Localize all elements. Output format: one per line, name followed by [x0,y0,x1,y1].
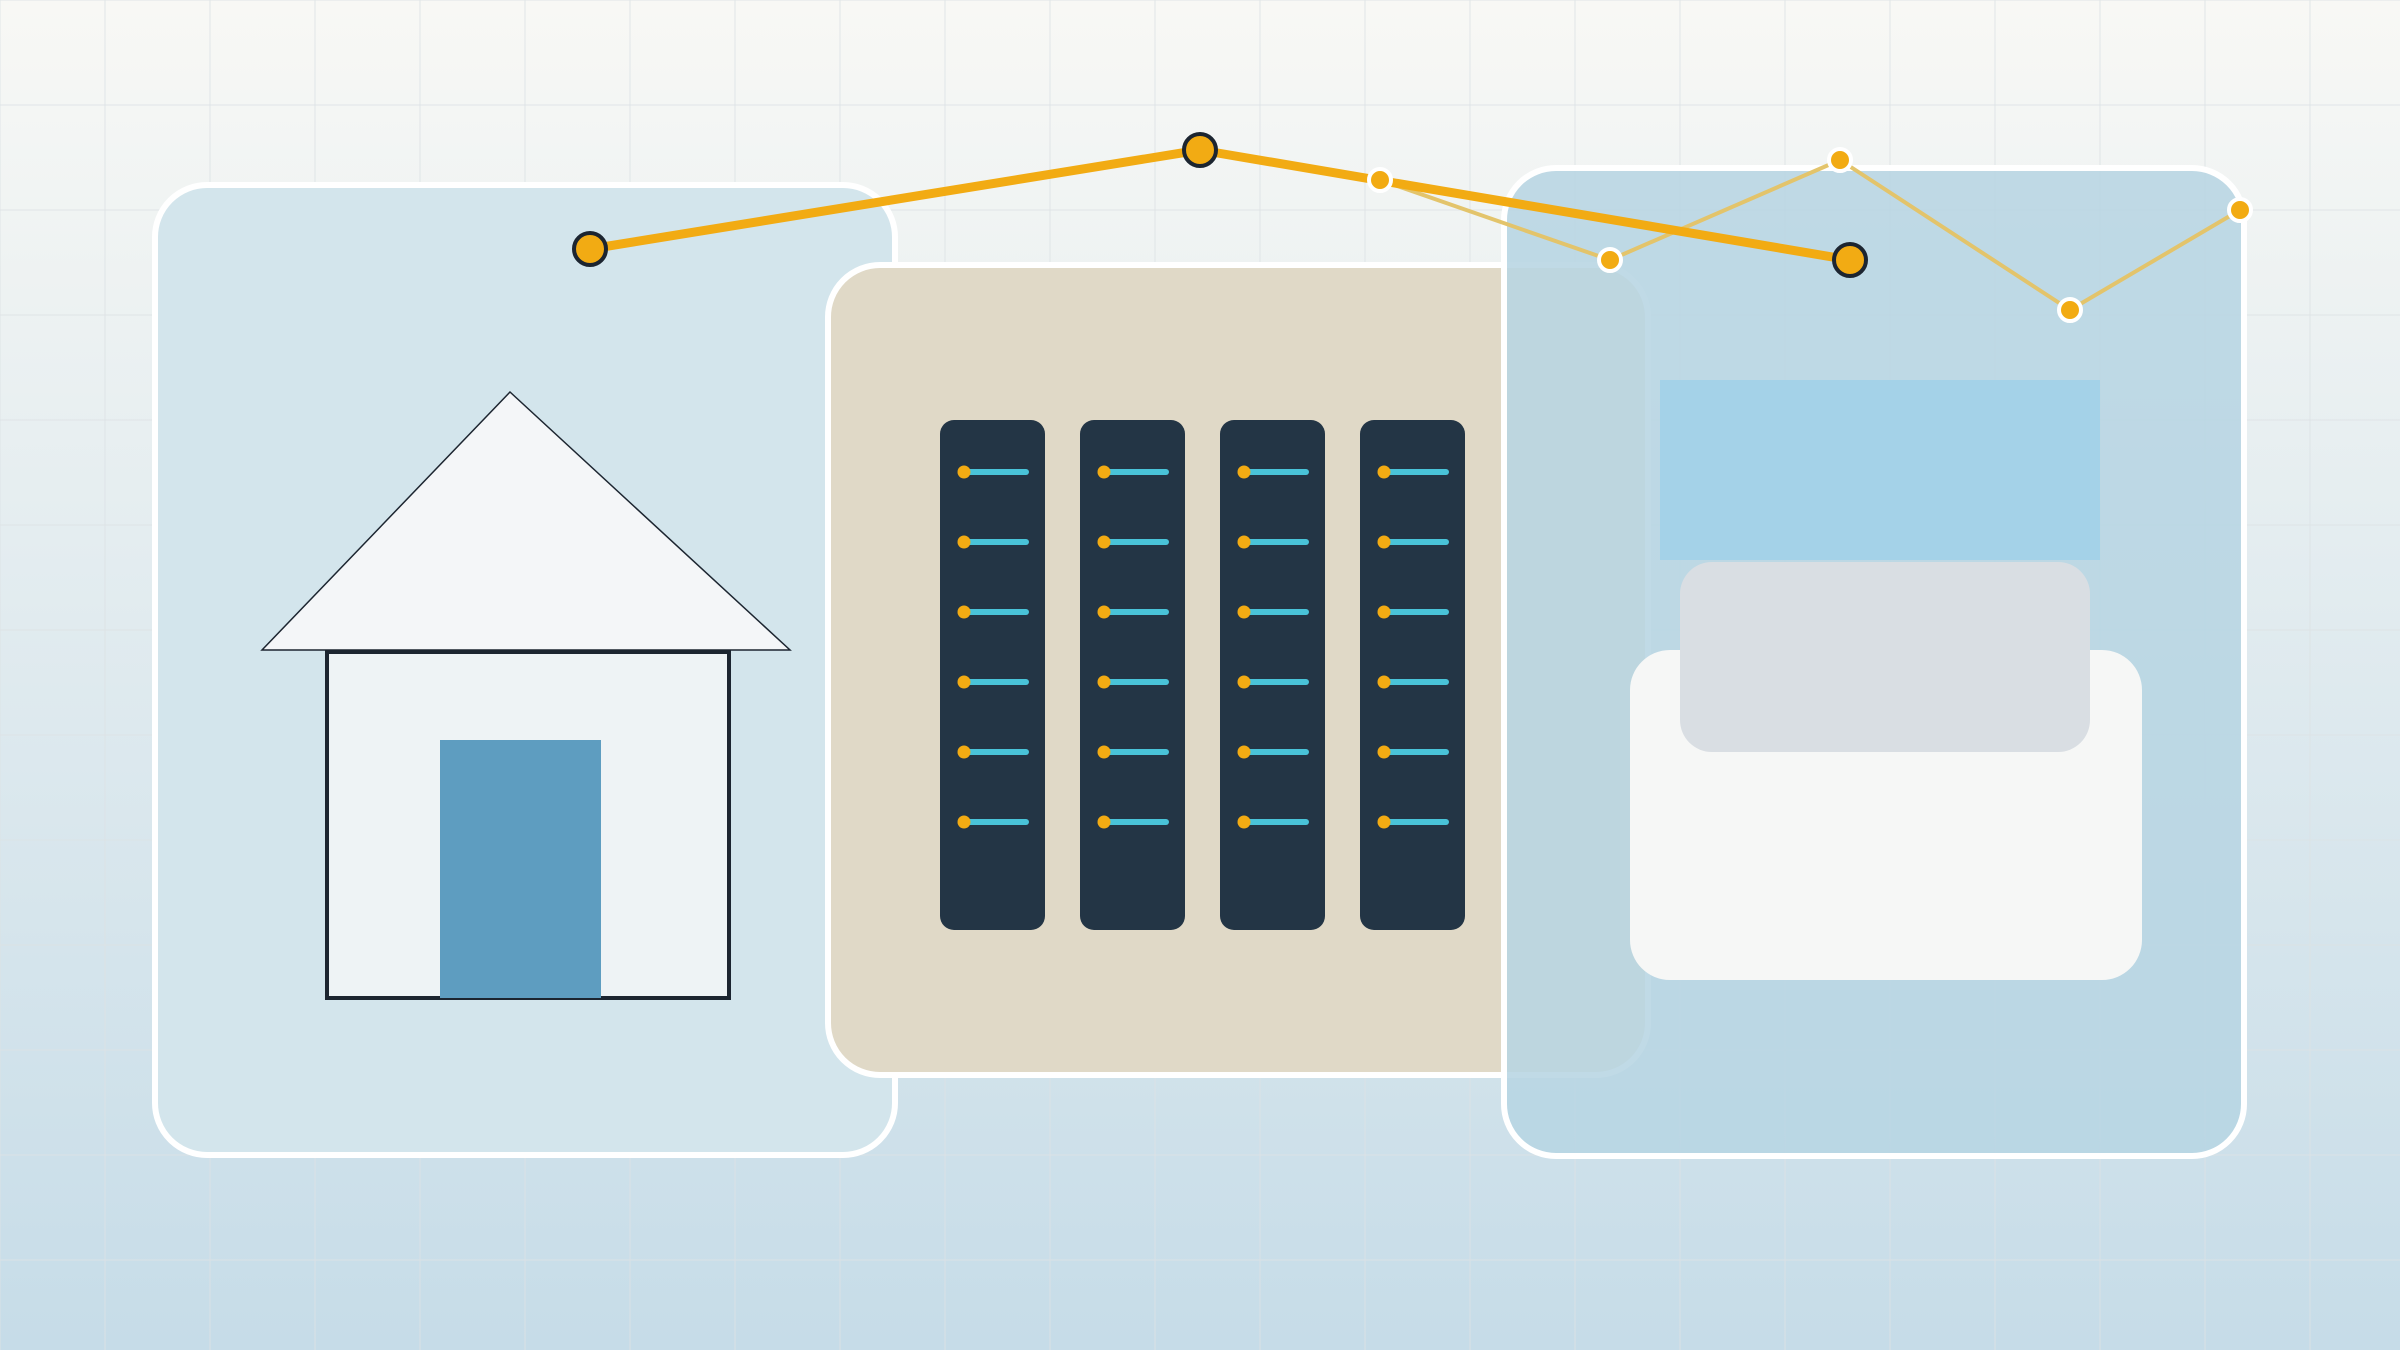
trend-point-secondary [1827,147,1853,173]
rack-led [957,745,971,759]
rack-led [1237,535,1251,549]
rack-led [1377,605,1391,619]
rack-led [1097,465,1111,479]
trend-point-secondary [1367,167,1393,193]
rack-led [1097,745,1111,759]
rack-led [1237,605,1251,619]
house-door [440,740,601,998]
rack-led [1377,815,1391,829]
trend-point-primary [1832,242,1868,278]
server-rack [940,420,1045,930]
server-rack-body [1360,420,1465,930]
rack-led [1377,675,1391,689]
rack-led [1097,815,1111,829]
trend-point-primary [1182,132,1218,168]
rack-led [957,465,971,479]
trend-point-secondary [2057,297,2083,323]
server-rack-body [940,420,1045,930]
rack-led [1237,815,1251,829]
server-rack [1360,420,1465,930]
trend-point-secondary [2227,197,2253,223]
trend-point-primary [572,231,608,267]
rack-led [1097,605,1111,619]
server-rack-body [1220,420,1325,930]
rack-led [1097,535,1111,549]
rack-led [1237,465,1251,479]
rack-led [1377,465,1391,479]
server-rack-body [1080,420,1185,930]
rack-led [1237,675,1251,689]
home-panel [152,182,898,1158]
mobile-panel [1501,165,2247,1159]
rack-led [1377,535,1391,549]
house-icon [260,390,792,1000]
rack-led [1237,745,1251,759]
rack-led [1097,675,1111,689]
rack-led [957,535,971,549]
message-bubble [1680,562,2090,752]
rack-led [957,675,971,689]
rack-panel [825,262,1651,1078]
server-rack-icon [940,420,1465,930]
rack-led [957,815,971,829]
server-rack [1220,420,1325,930]
device-screen-icon [1630,380,2142,980]
trend-point-secondary [1597,247,1623,273]
line-trend-icon [572,132,2253,323]
server-rack [1080,420,1185,930]
screen-header-block [1660,380,2100,560]
rack-led [957,605,971,619]
rack-led [1377,745,1391,759]
